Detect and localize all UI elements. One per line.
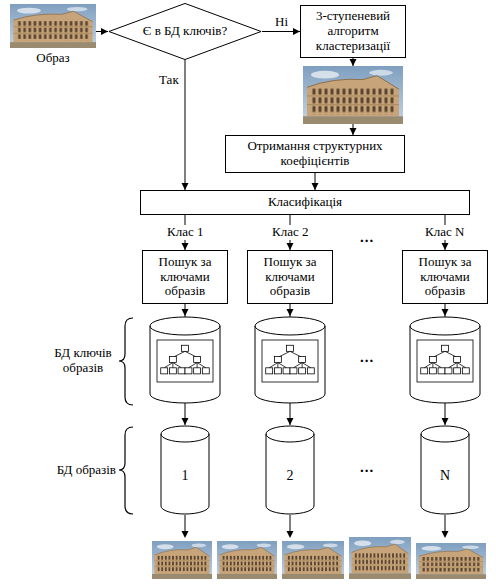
- node-text: Отримання структурних коефіцієнтів: [230, 139, 400, 169]
- node-text: Є в БД ключів?: [143, 24, 227, 39]
- cylinder-outline: [266, 426, 314, 514]
- search-box: Пошук за ключами образів: [247, 250, 333, 304]
- diamond-outline: [109, 3, 261, 59]
- image-database: 2: [265, 425, 315, 515]
- arrow-head: [442, 418, 449, 425]
- image-database: N: [420, 425, 470, 515]
- process-box: Отримання структурних коефіцієнтів: [225, 135, 405, 173]
- cylinder-outline: [421, 426, 469, 514]
- image-database: 1: [160, 425, 210, 515]
- text-wrap: Пошук за ключами образів: [407, 255, 483, 300]
- arrow-head: [312, 183, 319, 190]
- node-text: Пошук за ключами образів: [147, 255, 223, 300]
- group-label: БД образів: [36, 463, 116, 478]
- key-database-cylinder: [149, 316, 221, 404]
- node-text: 2: [287, 468, 294, 484]
- text-wrap: 1: [182, 468, 189, 484]
- ellipsis: ...: [337, 459, 397, 476]
- cylinder-rim: [161, 434, 209, 442]
- node-text: 3-ступеневий алгоритм кластеризації: [305, 9, 401, 54]
- node-text: 1: [182, 468, 189, 484]
- search-box: Пошук за ключами образів: [402, 250, 488, 304]
- arrow-head: [182, 418, 189, 425]
- clustered-image: [303, 66, 403, 124]
- arrow-head: [293, 28, 300, 35]
- text-wrap: Є в БД ключів?: [143, 24, 227, 39]
- edge-label: Ні: [273, 15, 290, 30]
- arrow-head: [182, 183, 189, 190]
- connector: [182, 60, 189, 190]
- text-wrap: N: [440, 468, 450, 484]
- edge-label: Клас 2: [270, 225, 310, 240]
- process-box: 3-ступеневий алгоритм кластеризації: [300, 5, 406, 58]
- arrow-head: [287, 418, 294, 425]
- text-wrap: Пошук за ключами образів: [147, 255, 223, 300]
- photo-image: [10, 4, 96, 48]
- process-box: Класифікація: [140, 190, 470, 215]
- arrow-head: [287, 243, 294, 250]
- connector-line: [185, 60, 186, 190]
- node-text: Пошук за ключами образів: [252, 255, 328, 300]
- text-wrap: Отримання структурних коефіцієнтів: [230, 139, 400, 169]
- cylinder-rim: [421, 434, 469, 442]
- text-wrap: Образ: [36, 51, 69, 66]
- decision-diamond: Є в БД ключів?: [108, 3, 262, 60]
- text-wrap: Класифікація: [268, 195, 342, 210]
- edge-label: Клас N: [423, 225, 466, 240]
- connector: [96, 28, 108, 35]
- key-database-cylinder: [409, 316, 481, 404]
- edge-label: Так: [157, 73, 181, 88]
- key-database-cylinder: [254, 316, 326, 404]
- node-text: Класифікація: [268, 195, 342, 210]
- edge-label: Клас 1: [165, 225, 205, 240]
- text-wrap: 2: [287, 468, 294, 484]
- node-text: Пошук за ключами образів: [407, 255, 483, 300]
- input-image: Образ: [10, 4, 96, 66]
- ellipsis: ...: [337, 349, 397, 366]
- node-text: Образ: [36, 51, 69, 66]
- arrow-head: [101, 28, 108, 35]
- node-text: N: [440, 468, 450, 484]
- arrow-head: [442, 243, 449, 250]
- photo-image: [10, 4, 96, 48]
- ellipsis: ...: [337, 229, 397, 246]
- connector: [312, 173, 319, 190]
- cylinder-rim: [266, 434, 314, 442]
- text-wrap: Пошук за ключами образів: [252, 255, 328, 300]
- arrow-head: [350, 128, 357, 135]
- group-label: БД ключів образів: [50, 346, 116, 376]
- text-wrap: 3-ступеневий алгоритм кластеризації: [305, 9, 401, 54]
- arrow-head: [182, 243, 189, 250]
- search-box: Пошук за ключами образів: [142, 250, 228, 304]
- cylinder-outline: [161, 426, 209, 514]
